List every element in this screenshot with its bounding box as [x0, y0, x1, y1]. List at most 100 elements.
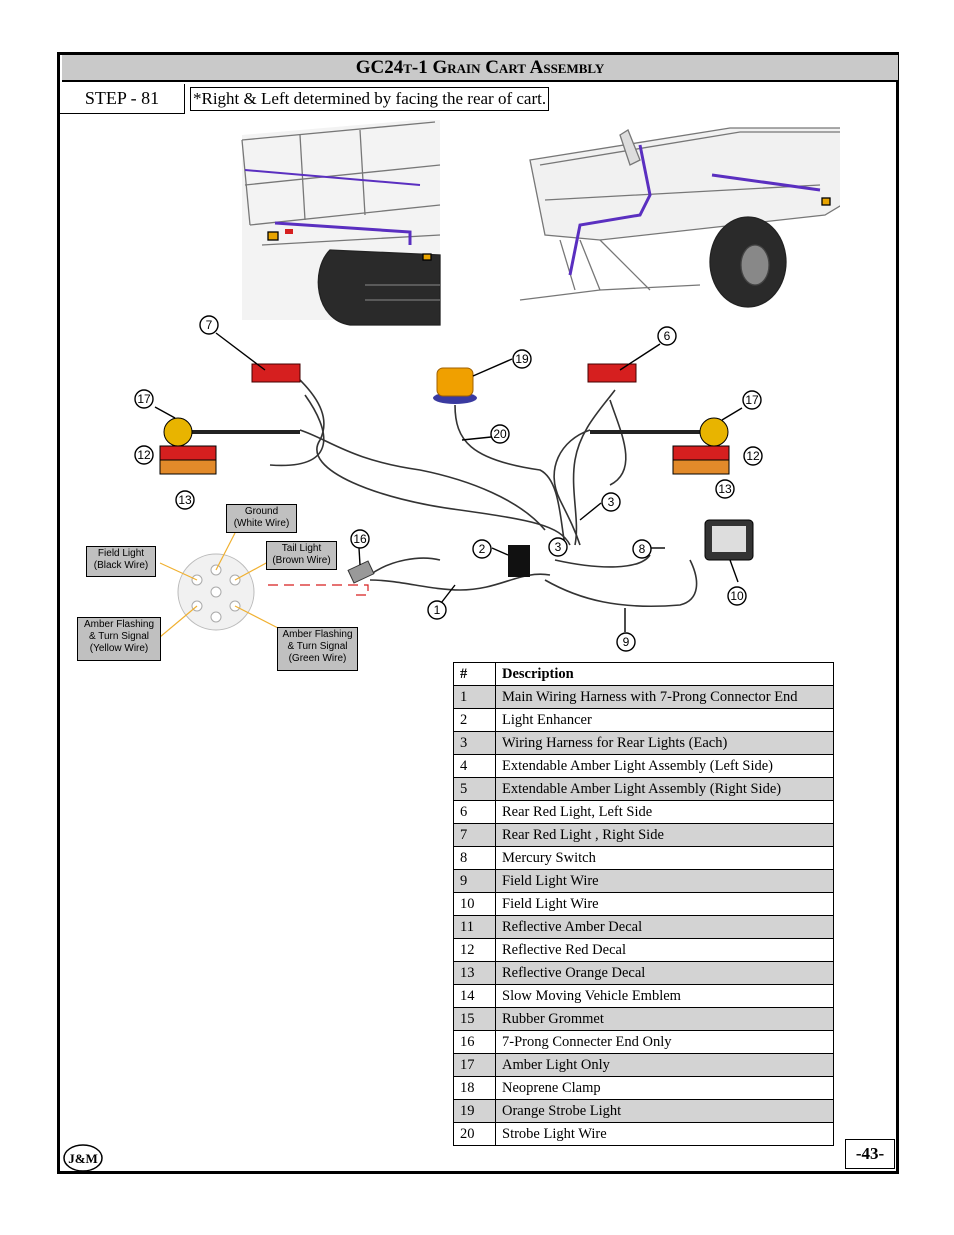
label-ground-line1: Ground	[244, 506, 279, 517]
label-tail-line1: Tail Light	[281, 543, 322, 554]
part-number: 16	[453, 1030, 496, 1054]
part-description: Field Light Wire	[495, 869, 834, 893]
part-description: Light Enhancer	[495, 708, 834, 732]
part-description: Slow Moving Vehicle Emblem	[495, 984, 834, 1008]
part-number: 4	[453, 754, 496, 778]
part-description: 7-Prong Connecter End Only	[495, 1030, 834, 1054]
part-description: Extendable Amber Light Assembly (Left Si…	[495, 754, 834, 778]
part-description: Amber Light Only	[495, 1053, 834, 1077]
part-description: Reflective Red Decal	[495, 938, 834, 962]
part-number: 3	[453, 731, 496, 755]
title-text: t-1 Grain Cart Assembly	[403, 57, 605, 78]
svg-text:J&M: J&M	[68, 1151, 98, 1166]
part-number: 18	[453, 1076, 496, 1100]
field-light-10	[704, 519, 754, 561]
part-description: Extendable Amber Light Assembly (Right S…	[495, 777, 834, 801]
wire-harness	[269, 379, 698, 608]
cart-right-view	[519, 127, 840, 308]
amber-light-left-17	[159, 417, 300, 475]
part-description: Neoprene Clamp	[495, 1076, 834, 1100]
label-field-light: Field Light (Black Wire)	[86, 546, 156, 577]
part-description: Rubber Grommet	[495, 1007, 834, 1031]
label-yellow-line1: Amber Flashing	[83, 619, 155, 630]
label-green-line3: (Green Wire)	[288, 653, 347, 664]
label-yellow-line3: (Yellow Wire)	[89, 643, 149, 654]
light-enhancer-2	[508, 545, 530, 577]
part-description: Strobe Light Wire	[495, 1122, 834, 1146]
part-number: 15	[453, 1007, 496, 1031]
col-header-num: #	[453, 662, 496, 686]
step-label: STEP - 81	[60, 84, 185, 114]
part-number: 1	[453, 685, 496, 709]
label-amber-yellow: Amber Flashing & Turn Signal (Yellow Wir…	[77, 617, 161, 661]
label-field-line1: Field Light	[97, 548, 145, 559]
part-number: 13	[453, 961, 496, 985]
part-number: 11	[453, 915, 496, 939]
jm-logo: J&M	[63, 1144, 103, 1172]
part-description: Reflective Orange Decal	[495, 961, 834, 985]
part-number: 17	[453, 1053, 496, 1077]
part-description: Wiring Harness for Rear Lights (Each)	[495, 731, 834, 755]
label-amber-green: Amber Flashing & Turn Signal (Green Wire…	[277, 627, 358, 671]
page-number: -43-	[845, 1139, 895, 1169]
part-description: Mercury Switch	[495, 846, 834, 870]
seven-prong-connector-16	[268, 560, 375, 596]
part-number: 19	[453, 1099, 496, 1123]
part-number: 6	[453, 800, 496, 824]
orange-strobe-light-19	[433, 367, 477, 404]
part-number: 7	[453, 823, 496, 847]
page-title: GC24t-1 Grain Cart Assembly	[62, 55, 898, 82]
table-header-row: # Description	[453, 662, 834, 686]
label-ground-line2: (White Wire)	[233, 518, 290, 529]
part-number: 2	[453, 708, 496, 732]
rear-red-light-right-7	[251, 363, 301, 383]
connector-face-diagram	[159, 532, 279, 638]
part-description: Rear Red Light, Left Side	[495, 800, 834, 824]
title-model: GC24	[355, 57, 404, 78]
label-field-line2: (Black Wire)	[93, 560, 149, 571]
part-number: 8	[453, 846, 496, 870]
label-tail-line2: (Brown Wire)	[272, 555, 331, 566]
step-note: *Right & Left determined by facing the r…	[190, 87, 550, 111]
part-description: Field Light Wire	[495, 892, 834, 916]
label-ground: Ground (White Wire)	[226, 504, 297, 533]
label-yellow-line2: & Turn Signal	[88, 631, 150, 642]
page-frame	[57, 52, 899, 1174]
cart-rear-left-view	[241, 120, 441, 326]
part-number: 5	[453, 777, 496, 801]
part-number: 10	[453, 892, 496, 916]
amber-light-right-17	[590, 417, 730, 475]
label-green-line1: Amber Flashing	[282, 629, 353, 640]
part-description: Main Wiring Harness with 7-Prong Connect…	[495, 685, 834, 709]
part-number: 20	[453, 1122, 496, 1146]
label-tail-light: Tail Light (Brown Wire)	[266, 541, 337, 570]
label-green-line2: & Turn Signal	[287, 641, 348, 652]
part-number: 14	[453, 984, 496, 1008]
part-description: Reflective Amber Decal	[495, 915, 834, 939]
rear-red-light-left-6	[587, 363, 637, 383]
part-number: 9	[453, 869, 496, 893]
part-description: Orange Strobe Light	[495, 1099, 834, 1123]
